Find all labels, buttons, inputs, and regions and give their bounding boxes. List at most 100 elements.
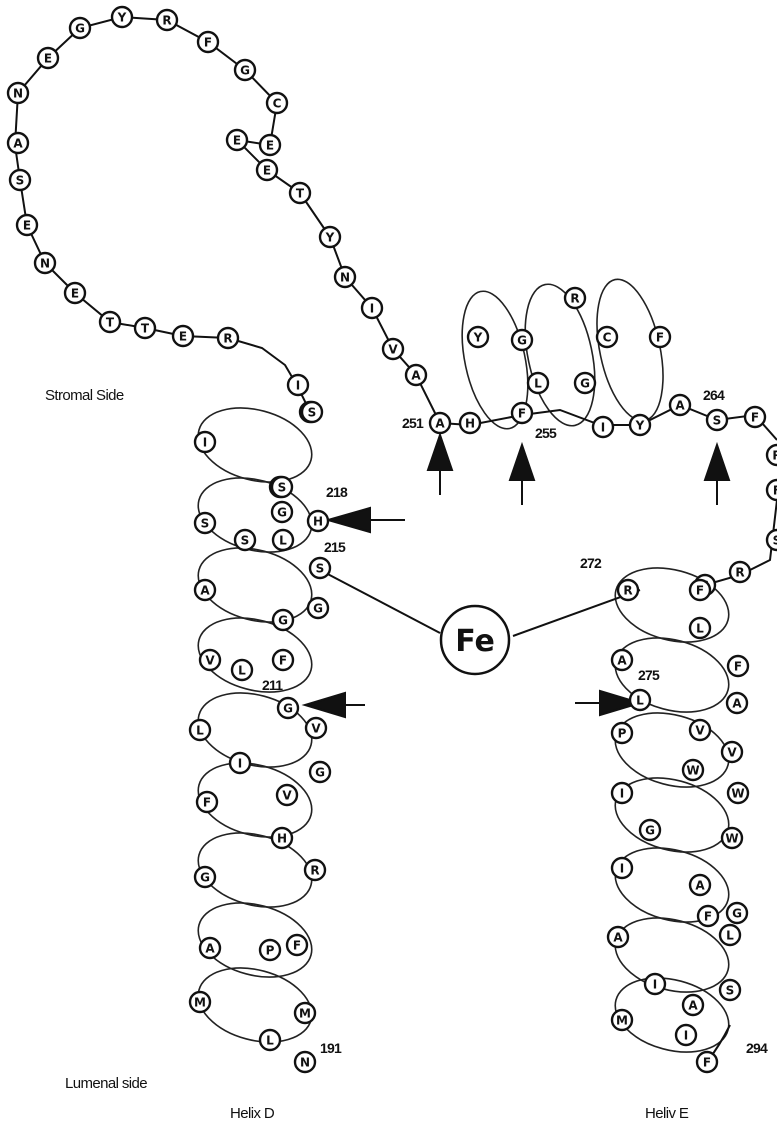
residue-number-211: 211 xyxy=(262,677,283,693)
residue-helix-d-left-10: L xyxy=(260,1030,280,1050)
svg-text:M: M xyxy=(616,1014,628,1028)
svg-text:M: M xyxy=(299,1007,311,1021)
svg-text:V: V xyxy=(388,343,398,357)
svg-text:I: I xyxy=(601,421,605,435)
svg-text:L: L xyxy=(636,694,644,708)
svg-text:E: E xyxy=(233,134,241,148)
svg-text:R: R xyxy=(223,332,232,346)
residue-helix-d-right-1: S xyxy=(302,402,322,422)
svg-text:Y: Y xyxy=(117,11,127,25)
residue-helix-e-right-8: V xyxy=(722,742,742,762)
svg-text:G: G xyxy=(645,824,655,838)
svg-text:L: L xyxy=(196,724,204,738)
residue-helix-e-left-12: I xyxy=(676,1025,696,1045)
residue-number-255: 255 xyxy=(535,425,557,441)
residue-helix-d-left-3: A xyxy=(195,580,215,600)
svg-text:V: V xyxy=(282,789,292,803)
residue-amphipathic-residues-7: S xyxy=(707,410,727,430)
svg-text:A: A xyxy=(613,931,623,945)
svg-text:N: N xyxy=(40,257,50,271)
residue-helix-d-right-3: H xyxy=(308,511,328,531)
svg-text:W: W xyxy=(686,764,699,778)
svg-text:L: L xyxy=(726,929,734,943)
svg-text:F: F xyxy=(696,584,704,598)
svg-text:S: S xyxy=(773,534,777,548)
svg-text:W: W xyxy=(725,832,738,846)
residue-helix-e-right-3: L xyxy=(690,618,710,638)
svg-text:S: S xyxy=(316,562,325,576)
svg-text:N: N xyxy=(340,271,350,285)
svg-text:F: F xyxy=(734,660,742,674)
svg-text:I: I xyxy=(684,1029,688,1043)
residue-helix-d-left-11: P xyxy=(260,940,280,960)
residue-helix-d-right-17: S xyxy=(235,530,255,550)
residue-helix-e-right-6: V xyxy=(690,720,710,740)
residue-number-251: 251 xyxy=(402,415,424,431)
residue-amphipathic-residues-18: C xyxy=(597,327,617,347)
svg-text:A: A xyxy=(205,942,215,956)
svg-text:S: S xyxy=(308,406,317,420)
svg-text:G: G xyxy=(278,614,288,628)
residue-loop-residues-7: E xyxy=(65,283,85,303)
svg-text:Y: Y xyxy=(325,231,335,245)
residue-helix-d-right-18: G xyxy=(273,610,293,630)
helix-e-coils xyxy=(607,556,737,1064)
residue-helix-d-right-8: V xyxy=(306,718,326,738)
residue-helix-e-right-7: W xyxy=(728,783,748,803)
svg-text:F: F xyxy=(518,407,526,421)
residue-number-218: 218 xyxy=(326,484,348,500)
svg-text:P: P xyxy=(266,944,275,958)
residue-helix-e-right-15: G xyxy=(727,903,747,923)
svg-text:F: F xyxy=(293,939,301,953)
svg-text:R: R xyxy=(570,292,579,306)
residue-helix-e-right-14: F xyxy=(697,1052,717,1072)
arrows xyxy=(305,435,729,717)
residue-amphipathic-residues-9: R xyxy=(767,445,777,465)
residue-helix-d-left-1: I xyxy=(195,432,215,452)
svg-text:G: G xyxy=(313,602,323,616)
svg-text:T: T xyxy=(141,322,150,336)
stromal-side-label: Stromal Side xyxy=(45,387,124,404)
residue-helix-d-left-12: I xyxy=(230,753,250,773)
residue-amphipathic-residues-8: F xyxy=(745,407,765,427)
svg-text:G: G xyxy=(240,64,250,78)
residue-helix-e-left-10: I xyxy=(645,974,665,994)
residue-number-275: 275 xyxy=(638,667,660,683)
svg-text:S: S xyxy=(713,414,722,428)
residue-helix-e-right-4: F xyxy=(728,656,748,676)
residue-helix-e-left-3: L xyxy=(630,690,650,710)
svg-text:S: S xyxy=(16,174,25,188)
residue-loop-residues-13: E xyxy=(38,48,58,68)
residue-helix-e-left-5: W xyxy=(683,760,703,780)
residue-helix-d-right-13: N xyxy=(295,1052,315,1072)
svg-text:G: G xyxy=(517,334,527,348)
residue-number-191: 191 xyxy=(320,1040,342,1056)
svg-text:E: E xyxy=(71,287,79,301)
residue-helix-d-left-6: F xyxy=(197,792,217,812)
residue-loop-residues-11: A xyxy=(8,133,28,153)
svg-text:S: S xyxy=(278,481,287,495)
svg-text:R: R xyxy=(623,584,632,598)
svg-text:Y: Y xyxy=(635,419,645,433)
svg-text:C: C xyxy=(273,97,282,111)
svg-text:A: A xyxy=(200,584,210,598)
svg-text:N: N xyxy=(300,1056,310,1070)
svg-text:I: I xyxy=(620,862,624,876)
residue-loop-residues-21: E xyxy=(227,130,247,150)
residue-loop-residues-2: I xyxy=(288,375,308,395)
residue-amphipathic-residues-2: H xyxy=(460,413,480,433)
residue-loop-residues-9: E xyxy=(17,215,37,235)
residue-loop-residues-25: N xyxy=(335,267,355,287)
svg-text:A: A xyxy=(411,369,421,383)
svg-text:R: R xyxy=(772,449,777,463)
residue-loop-residues-18: G xyxy=(235,60,255,80)
residue-loop-residues-12: N xyxy=(8,83,28,103)
lumenal-side-label: Lumenal side xyxy=(65,1075,147,1092)
svg-text:R: R xyxy=(310,864,319,878)
residue-helix-d-right-10: R xyxy=(305,860,325,880)
svg-text:H: H xyxy=(313,515,323,529)
residue-helix-d-left-9: M xyxy=(190,992,210,1012)
arrow-up-255 xyxy=(510,445,534,505)
svg-text:S: S xyxy=(726,984,735,998)
svg-text:H: H xyxy=(465,417,475,431)
